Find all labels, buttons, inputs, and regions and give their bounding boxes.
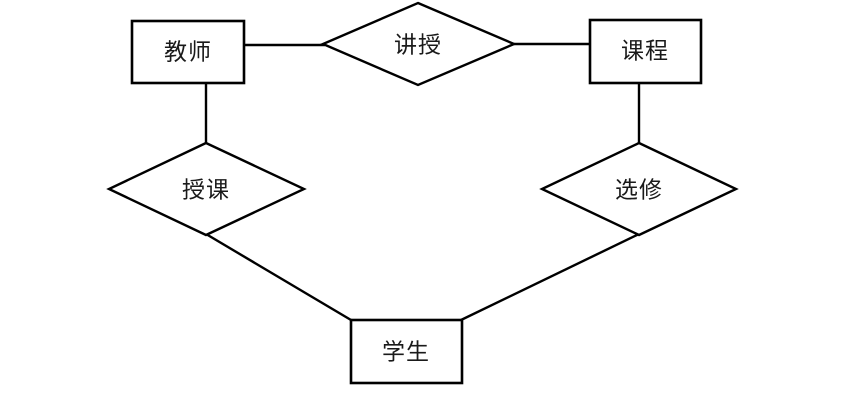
connector-group	[204, 42, 641, 322]
entity-label-course: 课程	[621, 39, 669, 65]
connector-teaching-student	[205, 232, 352, 322]
connector-elective-student	[460, 232, 640, 322]
relationship-lecture[interactable]: 讲授	[319, 1, 518, 87]
entity-teacher[interactable]: 教师	[130, 19, 246, 85]
diamond-shape-teaching	[106, 141, 307, 237]
relationship-label-lecture: 讲授	[394, 33, 442, 59]
relationship-elective[interactable]: 选修	[539, 141, 739, 237]
diamond-shape-lecture	[319, 1, 518, 87]
entity-shape-course	[588, 18, 703, 85]
entity-shape-student	[349, 318, 464, 385]
entity-student[interactable]: 学生	[349, 318, 464, 385]
relationship-teaching[interactable]: 授课	[106, 141, 307, 237]
entity-label-student: 学生	[382, 340, 430, 366]
entity-course[interactable]: 课程	[588, 18, 703, 85]
entity-shape-teacher	[130, 19, 246, 85]
relationship-label-teaching: 授课	[182, 178, 230, 204]
diamond-shape-elective	[539, 141, 739, 237]
relationship-label-elective: 选修	[615, 178, 663, 204]
entity-label-teacher: 教师	[164, 40, 212, 66]
